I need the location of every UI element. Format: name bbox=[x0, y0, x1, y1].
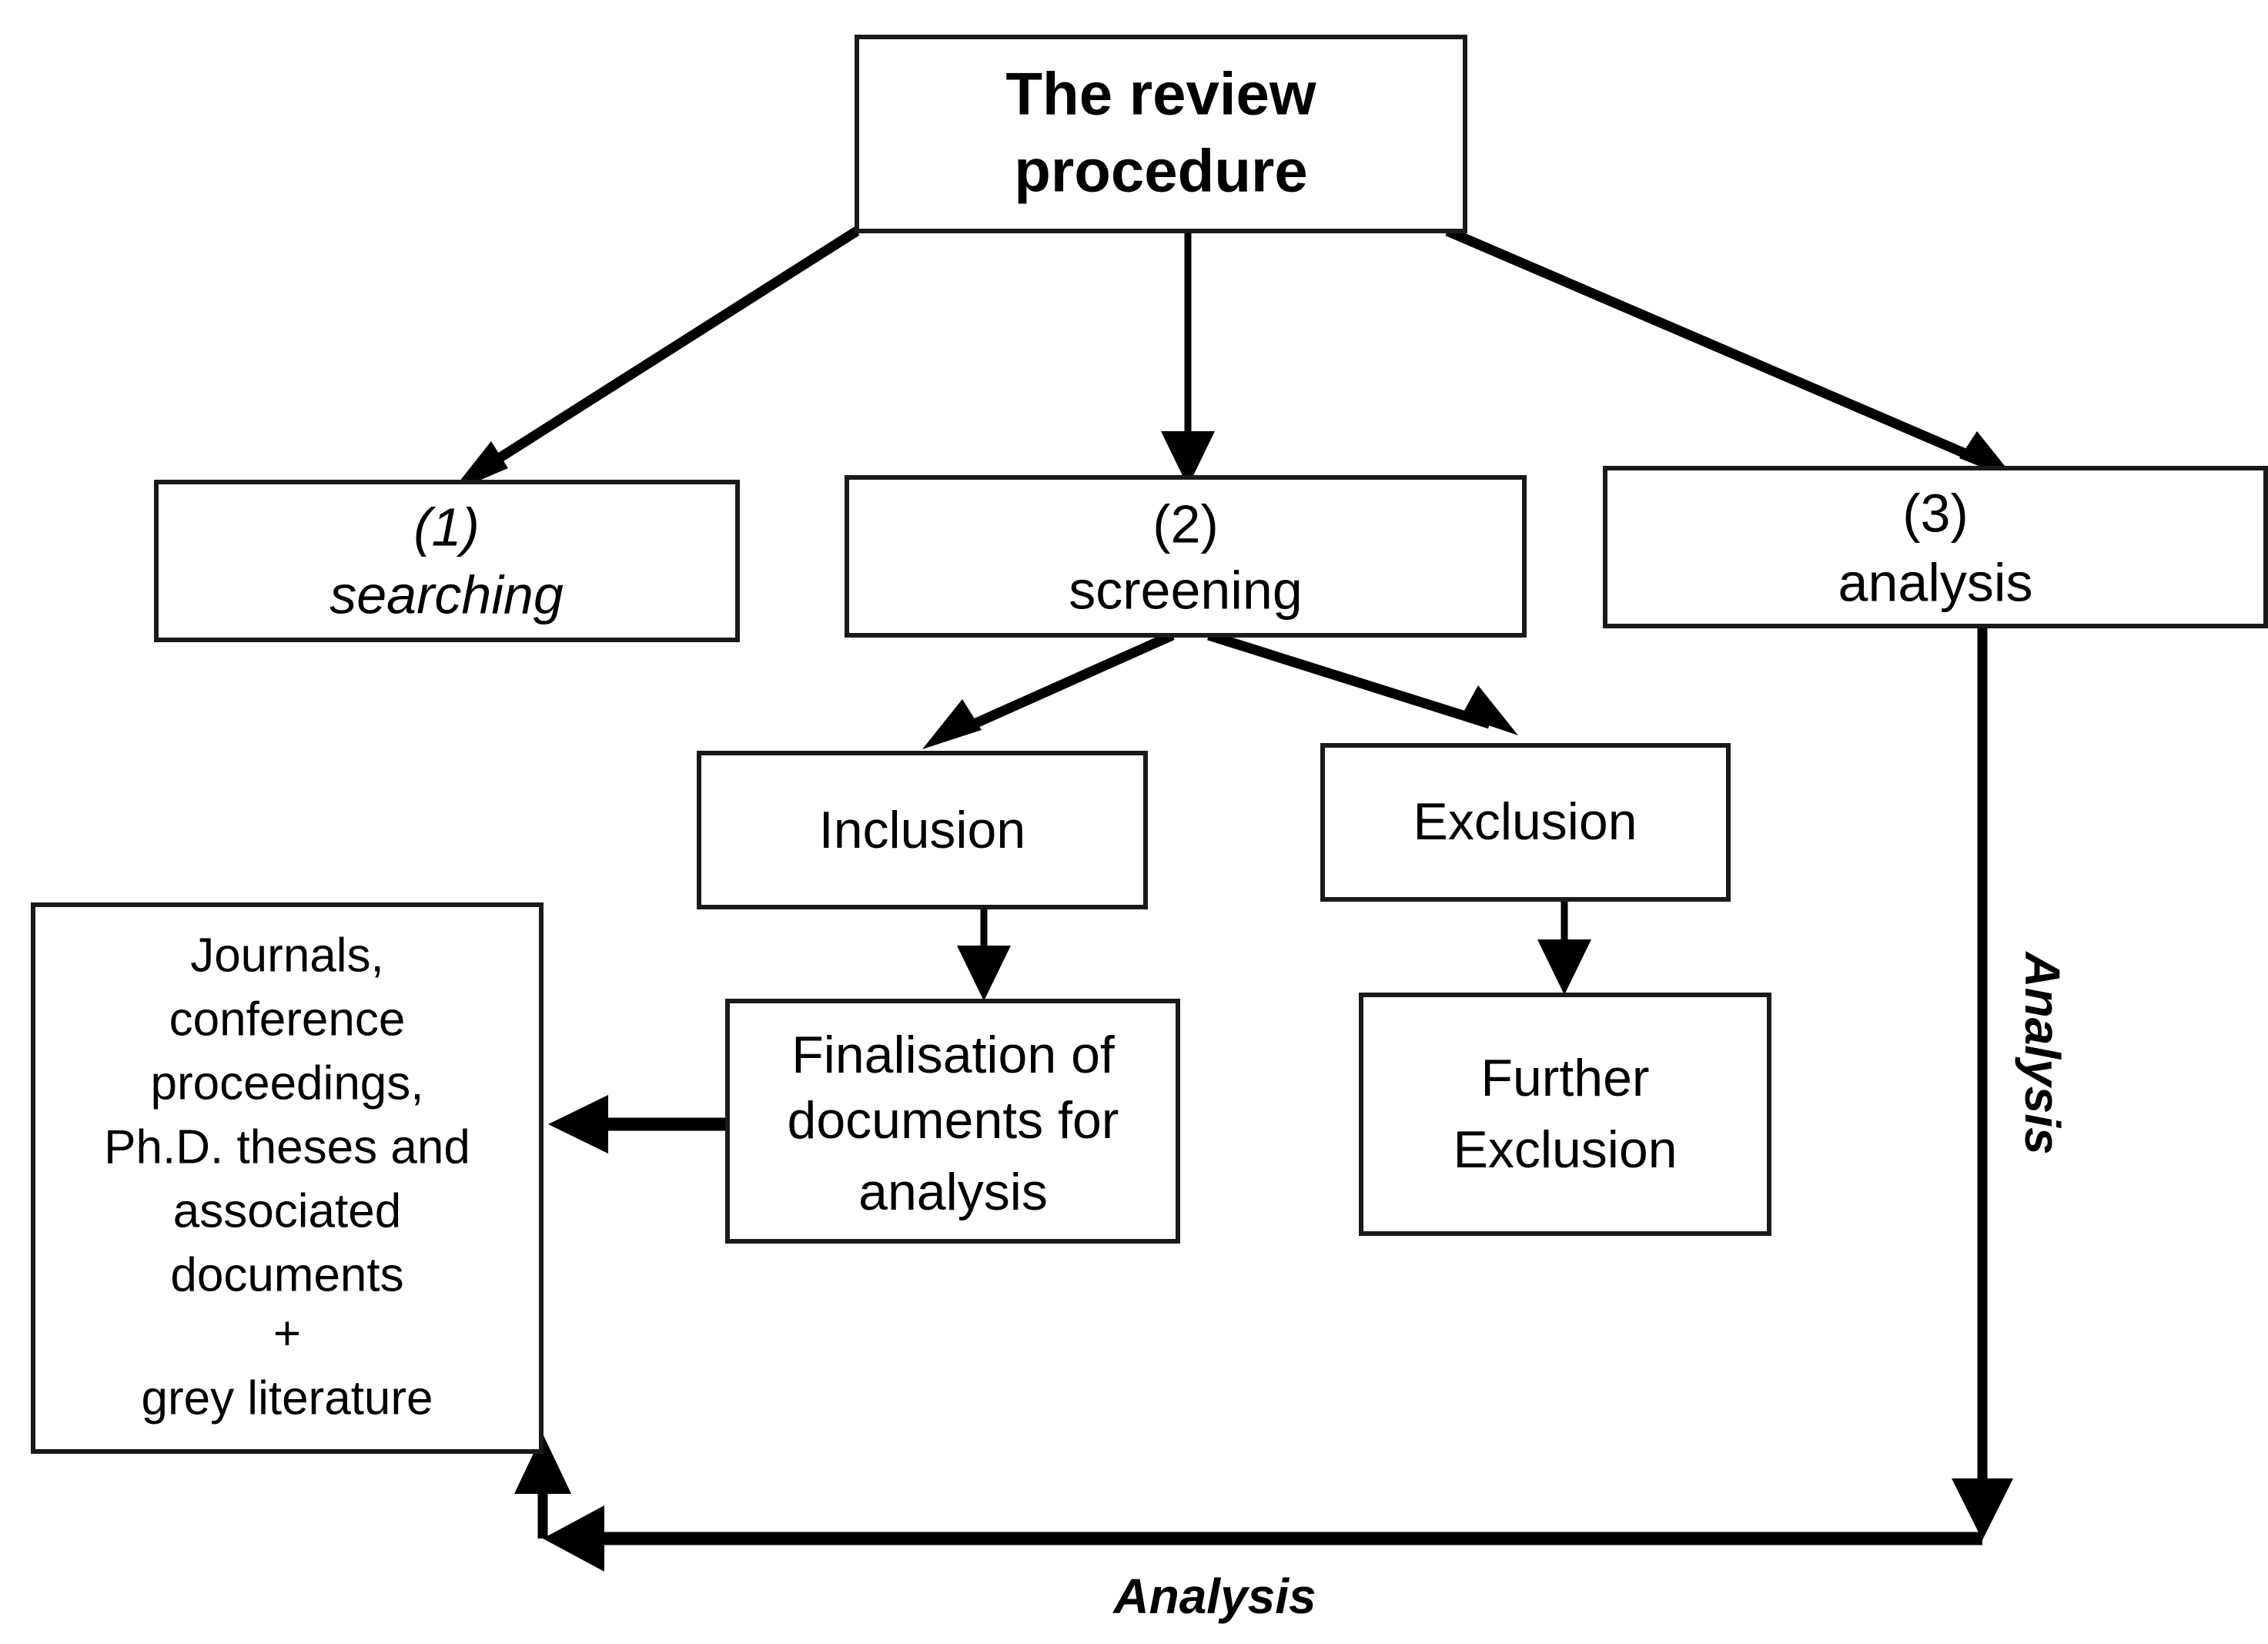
node-stage-searching[interactable]: (1) searching bbox=[154, 480, 740, 642]
sources-line4: Ph.D. theses and bbox=[104, 1120, 470, 1174]
node-exclusion[interactable]: Exclusion bbox=[1320, 743, 1731, 902]
edge-root-to-screening bbox=[1161, 231, 1215, 487]
sources-line2: conference bbox=[169, 993, 406, 1046]
node-finalisation[interactable]: Finalisation of documents for analysis bbox=[725, 999, 1180, 1244]
review-procedure-line2: procedure bbox=[1014, 137, 1307, 205]
sources-line8: grey literature bbox=[141, 1371, 433, 1425]
edge-screening-to-inclusion bbox=[922, 631, 1175, 749]
stage-1-number: (1) bbox=[413, 497, 480, 557]
stage-1-name: searching bbox=[329, 564, 564, 624]
node-stage-screening[interactable]: (2) screening bbox=[845, 475, 1527, 638]
bottom-analysis-label: Analysis bbox=[1112, 1569, 1316, 1624]
finalisation-line3: analysis bbox=[858, 1163, 1048, 1221]
edge-exclusion-to-further-exclusion bbox=[1537, 899, 1591, 995]
node-further-exclusion[interactable]: Further Exclusion bbox=[1359, 993, 1771, 1236]
exclusion-label: Exclusion bbox=[1413, 792, 1637, 851]
stage-2-number: (2) bbox=[1152, 494, 1219, 554]
edge-screening-to-exclusion bbox=[1207, 630, 1518, 735]
node-document-sources[interactable]: Journals, conference proceedings, Ph.D. … bbox=[31, 902, 544, 1454]
finalisation-line1: Finalisation of bbox=[791, 1026, 1115, 1084]
review-procedure-line1: The review bbox=[1005, 60, 1316, 128]
sources-line5: associated bbox=[173, 1184, 401, 1237]
edge-analysis-return-path bbox=[514, 625, 2013, 1572]
finalisation-line2: documents for bbox=[788, 1091, 1119, 1150]
sources-line7: + bbox=[273, 1307, 301, 1360]
node-inclusion[interactable]: Inclusion bbox=[697, 751, 1148, 909]
further-exclusion-line1: Further bbox=[1480, 1049, 1649, 1107]
stage-3-name: analysis bbox=[1838, 552, 2033, 612]
stage-3-number: (3) bbox=[1902, 483, 1969, 543]
edge-inclusion-to-finalisation bbox=[957, 907, 1011, 1001]
node-stage-analysis[interactable]: (3) analysis bbox=[1603, 466, 2268, 628]
stage-2-name: screening bbox=[1069, 560, 1303, 620]
inclusion-label: Inclusion bbox=[819, 801, 1025, 859]
edge-root-to-searching bbox=[450, 226, 860, 493]
further-exclusion-line2: Exclusion bbox=[1453, 1120, 1677, 1179]
node-review-procedure[interactable]: The review procedure bbox=[855, 35, 1467, 233]
sources-line6: documents bbox=[170, 1248, 403, 1301]
vertical-analysis-label: Analysis bbox=[2015, 950, 2070, 1154]
sources-line1: Journals, bbox=[190, 929, 384, 982]
edge-finalisation-to-sources bbox=[548, 1095, 728, 1153]
edge-root-to-analysis bbox=[1445, 226, 2017, 481]
sources-line3: proceedings, bbox=[150, 1056, 423, 1110]
